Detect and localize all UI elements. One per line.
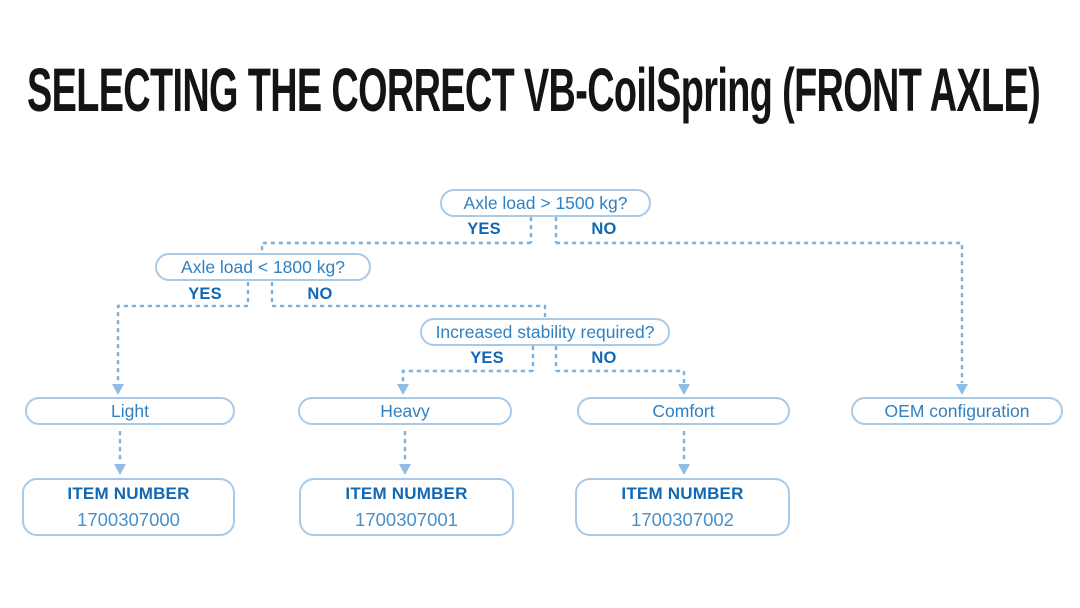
branch-label-q3-no: NO [591, 349, 617, 367]
branch-label-q2-no: NO [307, 285, 333, 303]
arrowhead-comfort [678, 384, 690, 395]
branch-label-q1-no: NO [591, 220, 617, 238]
result-label: Comfort [652, 400, 715, 421]
connector-q3-yes-to-heavy [401, 369, 533, 383]
branch-label-q2-yes: YES [188, 285, 222, 303]
item-number-heading: ITEM NUMBER [621, 483, 744, 503]
decision-box-axle-load-1500: Axle load > 1500 kg? [440, 189, 651, 217]
result-label: Heavy [380, 400, 430, 421]
item-number-value: 1700307000 [77, 508, 180, 530]
connector-q1-yes-to-q2 [260, 241, 531, 252]
connector-q3-no-to-comfort [556, 369, 686, 383]
branch-label-q3-yes: YES [470, 349, 504, 367]
connector-q2-no-to-q3 [272, 304, 547, 317]
decision-box-axle-load-1800: Axle load < 1800 kg? [155, 253, 371, 281]
arrowhead-item3 [678, 464, 690, 475]
result-box-oem-configuration: OEM configuration [851, 397, 1063, 425]
item-number-value: 1700307001 [355, 508, 458, 530]
item-number-heading: ITEM NUMBER [345, 483, 468, 503]
item-number-box-comfort: ITEM NUMBER 1700307002 [575, 478, 790, 536]
arrowhead-item2 [399, 464, 411, 475]
result-box-comfort: Comfort [577, 397, 790, 425]
branch-label-q1-yes: YES [467, 220, 501, 238]
connector-q2-yes-to-light [116, 304, 248, 383]
item-number-box-light: ITEM NUMBER 1700307000 [22, 478, 235, 536]
arrowhead-heavy [397, 384, 409, 395]
item-number-heading: ITEM NUMBER [67, 483, 190, 503]
decision-label: Axle load > 1500 kg? [463, 192, 628, 213]
arrowhead-light [112, 384, 124, 395]
result-box-light: Light [25, 397, 235, 425]
arrowhead-item1 [114, 464, 126, 475]
arrowhead-oem [956, 384, 968, 395]
page-title: SELECTING THE CORRECT VB-CoilSpring (FRO… [27, 56, 1041, 124]
decision-box-increased-stability: Increased stability required? [420, 318, 670, 346]
item-number-value: 1700307002 [631, 508, 734, 530]
result-box-heavy: Heavy [298, 397, 512, 425]
item-number-box-heavy: ITEM NUMBER 1700307001 [299, 478, 514, 536]
result-label: OEM configuration [884, 400, 1030, 421]
decision-label: Axle load < 1800 kg? [181, 256, 345, 277]
decision-label: Increased stability required? [435, 321, 655, 342]
result-label: Light [111, 400, 149, 421]
